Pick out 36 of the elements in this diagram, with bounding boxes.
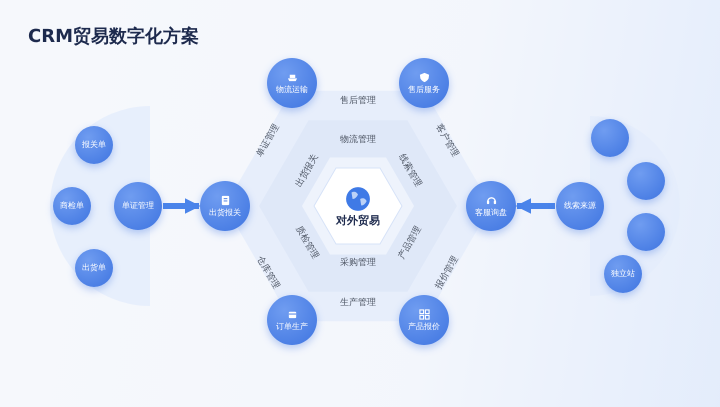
node-label: 单证管理 xyxy=(122,201,154,211)
node-label: 客服询盘 xyxy=(475,208,507,218)
node-label: 报关单 xyxy=(82,140,106,150)
circle-node xyxy=(399,295,449,345)
circle-node xyxy=(267,58,317,108)
band-label: 采购管理 xyxy=(340,256,376,268)
band-label: 产品管理 xyxy=(396,223,425,261)
band-label: 物流管理 xyxy=(340,134,376,146)
node-label: 商检单 xyxy=(60,201,84,211)
node-label: 物流运输 xyxy=(276,84,308,94)
band-label: 出货报关 xyxy=(293,151,322,189)
band-label: 客户管理 xyxy=(432,121,461,159)
band-label: 单证管理 xyxy=(254,121,283,159)
circle-node xyxy=(399,58,449,108)
band-label: 线索管理 xyxy=(395,151,424,189)
node-label: 出货报关 xyxy=(209,208,241,218)
circle-node xyxy=(466,181,516,231)
title: CRM贸易数字化方案 xyxy=(28,25,199,48)
hexagon-node xyxy=(314,168,402,244)
circle-node xyxy=(556,182,604,230)
node-label: 线索来源 xyxy=(564,201,596,211)
band-label: 生产管理 xyxy=(340,296,376,308)
band-label: 报价管理 xyxy=(433,253,462,291)
circle-node xyxy=(200,181,250,231)
node-label: 产品报价 xyxy=(408,322,440,332)
node-label: 订单生产 xyxy=(276,322,308,332)
node-label: 独立站 xyxy=(611,269,635,279)
arrow xyxy=(163,198,201,214)
circle-node xyxy=(267,295,317,345)
arrow xyxy=(515,198,555,214)
band-label: 售后管理 xyxy=(340,94,376,106)
node-label: 售后服务 xyxy=(408,84,440,94)
band-label: 质检管理 xyxy=(292,223,321,261)
node-label: 对外贸易 xyxy=(336,214,380,226)
band-label: 仓库管理 xyxy=(253,253,282,291)
node-label: 出货单 xyxy=(82,263,106,273)
